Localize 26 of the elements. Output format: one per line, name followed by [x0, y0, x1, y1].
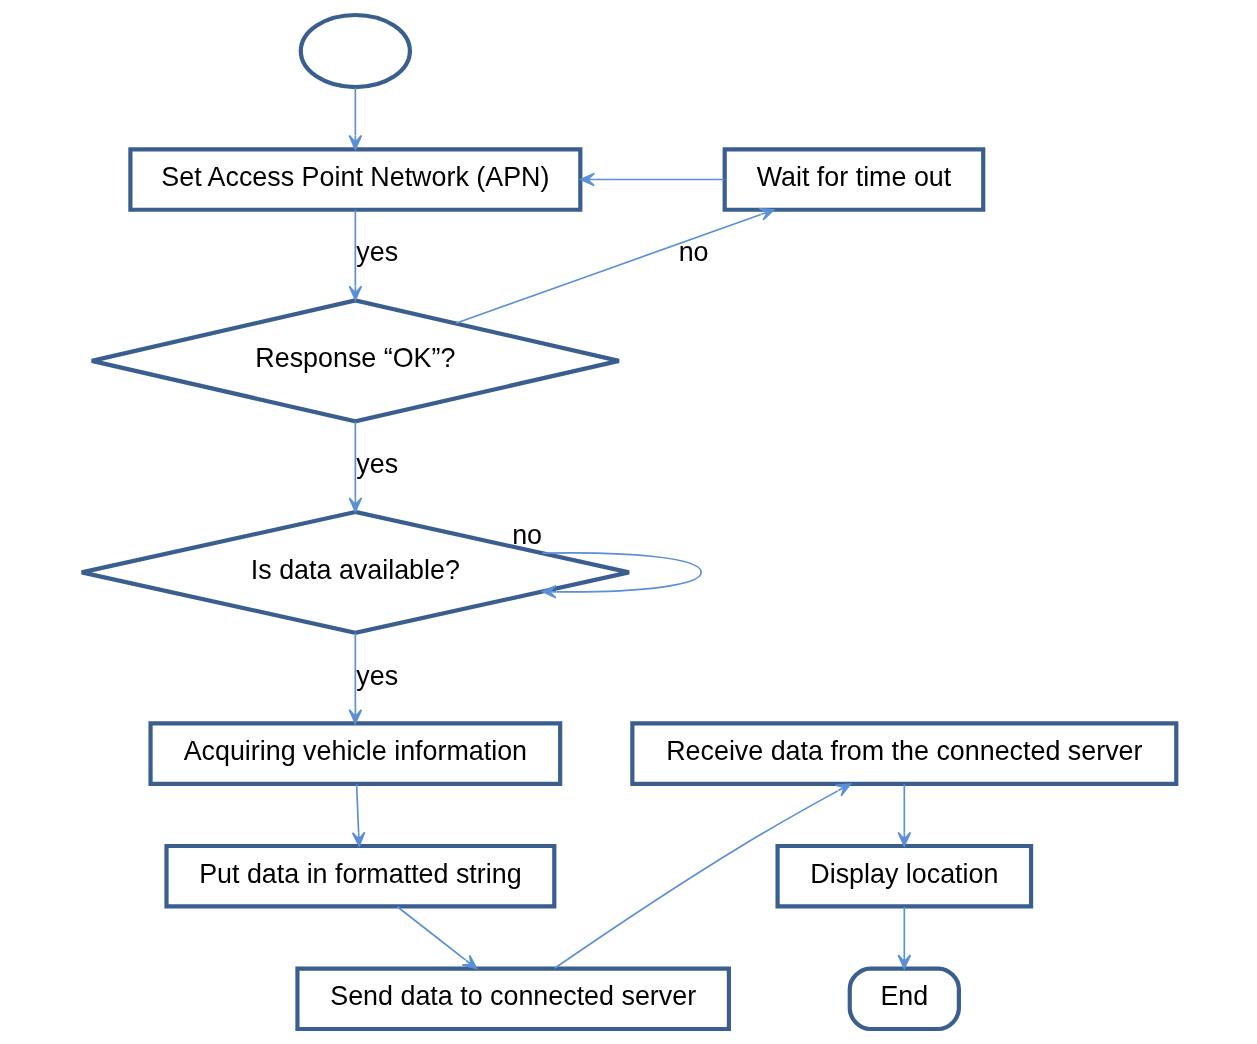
node-diamond: Response “OK”?: [89, 298, 621, 424]
arrow: [347, 420, 362, 513]
arrow: [454, 207, 775, 325]
edge-label: no: [678, 237, 709, 268]
node-box: Display location: [774, 843, 1033, 909]
node-box: Acquiring vehicle information: [147, 721, 562, 786]
arrow: [347, 208, 362, 301]
arrow: [896, 783, 911, 847]
edge-label: yes: [355, 660, 398, 691]
edge-label: no: [511, 520, 542, 551]
node-ellipse: [298, 12, 412, 90]
node-box: End: [847, 966, 961, 1032]
arrow: [553, 783, 851, 970]
node-box: Set Access Point Network (APN): [127, 147, 582, 212]
arrow: [541, 552, 702, 599]
edge-label: yes: [355, 448, 398, 479]
node-box: Wait for time out: [722, 147, 985, 212]
node-box: Receive data from the connected server: [629, 721, 1178, 786]
node-box: Put data in formatted string: [163, 843, 556, 909]
arrow: [896, 905, 911, 970]
arrow: [347, 86, 362, 150]
arrow: [347, 631, 362, 725]
arrow: [396, 905, 477, 970]
edge-label: yes: [355, 237, 398, 268]
arrow: [579, 172, 725, 187]
node-box: Send data to connected server: [294, 966, 731, 1032]
